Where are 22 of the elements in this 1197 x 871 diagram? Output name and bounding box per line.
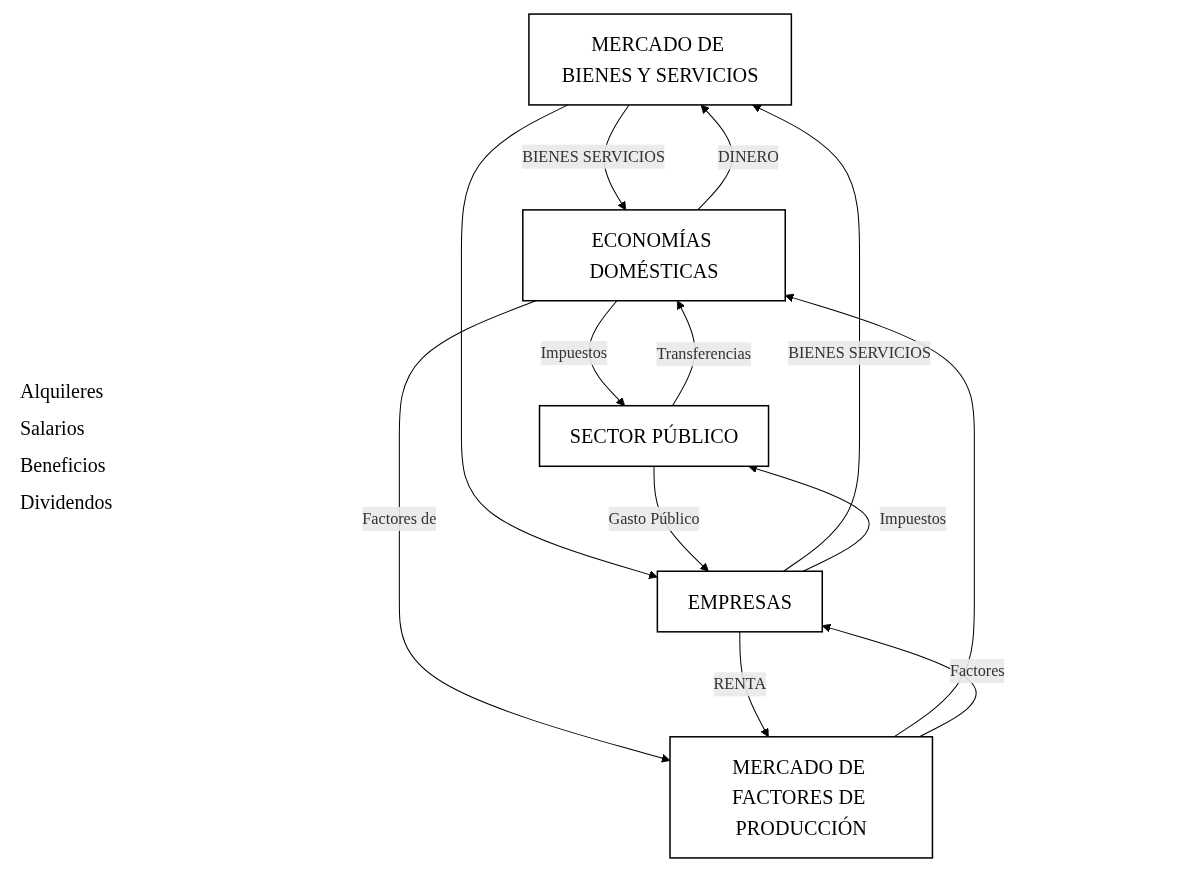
arrow bbox=[752, 103, 861, 572]
edge-label: Factores bbox=[949, 661, 1005, 679]
edge-label: RENTA bbox=[713, 674, 767, 692]
arrow bbox=[784, 293, 975, 737]
edge-label: Factores de bbox=[362, 509, 437, 527]
arrow bbox=[748, 464, 870, 572]
edge-label: DINERO bbox=[717, 147, 779, 165]
node-box: SECTOR PÚBLICO bbox=[538, 404, 770, 467]
edge-label: Transferencias bbox=[656, 344, 751, 362]
flow-item-label: Dividendos bbox=[20, 491, 113, 514]
edge-label: Impuestos bbox=[540, 343, 608, 361]
node-box: MERCADO DE FACTORES DE PRODUCCIÓN bbox=[669, 735, 934, 859]
edge-label: BIENES SERVICIOS bbox=[522, 147, 665, 165]
edge-label: Gasto Público bbox=[608, 509, 700, 527]
edge-label: Impuestos bbox=[879, 509, 947, 527]
node-box: EMPRESAS bbox=[656, 570, 824, 633]
edge-label: BIENES SERVICIOS bbox=[788, 343, 931, 361]
node-box: MERCADO DE BIENES Y SERVICIOS bbox=[528, 12, 793, 106]
flow-item-label: Alquileres bbox=[20, 380, 104, 403]
flow-item-label: Salarios bbox=[20, 417, 85, 440]
node-box: ECONOMÍAS DOMÉSTICAS bbox=[522, 208, 786, 301]
flow-item-label: Beneficios bbox=[20, 454, 106, 477]
